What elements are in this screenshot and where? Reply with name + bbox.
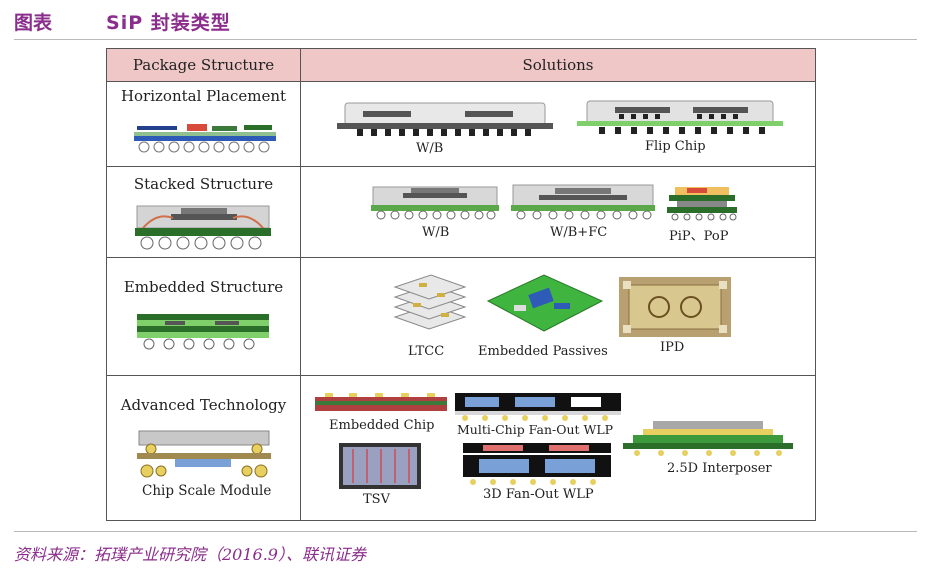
horizontal-placement-icon [134,124,276,153]
row-label-advanced: Advanced Technology [120,396,287,414]
caption-ipd: IPD [660,340,685,355]
row-label-horizontal: Horizontal Placement [120,87,287,105]
embedded-chip-icon [315,393,447,411]
caption-embedded-passives: Embedded Passives [478,344,608,359]
pip-pop-icon [667,187,737,221]
caption-interposer: 2.5D Interposer [667,461,772,476]
embedded-structure-icon [137,314,269,350]
tsv-icon [339,443,421,489]
chip-scale-module-icon [137,430,271,478]
wb-fc-icon [511,184,655,220]
caption-ltcc: LTCC [408,344,445,359]
col-header-package-structure: Package Structure [132,56,275,74]
3d-fanout-icon [463,443,611,485]
embedded-passives-icon [486,274,604,332]
caption-multi-chip-fanout: Multi-Chip Fan-Out WLP [457,422,614,437]
sip-table: Package Structure Solutions Horizontal P… [106,48,816,521]
row-label-embedded: Embedded Structure [123,278,284,296]
ipd-icon [619,277,731,337]
multi-chip-fanout-icon [455,393,621,421]
ltcc-icon [393,274,467,330]
bottom-rule [14,531,917,532]
col-header-solutions: Solutions [522,56,594,74]
row-divider [107,257,815,258]
flip-chip-icon [577,100,783,134]
caption-stacked-wb: W/B [422,225,450,240]
caption-embedded-chip: Embedded Chip [329,418,435,433]
source-note: 资料来源：拓璞产业研究院（2016.9）、联讯证券 [14,545,366,564]
row-divider [107,166,815,167]
caption-tsv: TSV [363,492,390,507]
figure-label: 图表 [14,11,53,34]
caption-3d-fanout: 3D Fan-Out WLP [483,487,594,502]
caption-flip-chip: Flip Chip [645,139,706,154]
row-divider [107,375,815,376]
interposer-icon [623,421,793,456]
caption-chip-scale-module: Chip Scale Module [142,483,272,499]
figure-title: SiP 封装类型 [106,11,231,34]
caption-pip-pop: PiP、PoP [669,229,729,244]
row-label-stacked: Stacked Structure [133,175,274,193]
caption-wb: W/B [416,141,444,156]
figure-header: 图表 SiP 封装类型 [14,6,231,36]
stacked-wb-icon [371,186,499,220]
top-rule [14,39,917,40]
stacked-structure-icon [135,205,271,250]
column-divider [300,49,301,520]
wb-package-icon [337,102,553,136]
caption-wb-fc: W/B+FC [550,225,608,240]
table-header-row: Package Structure Solutions [107,49,815,82]
